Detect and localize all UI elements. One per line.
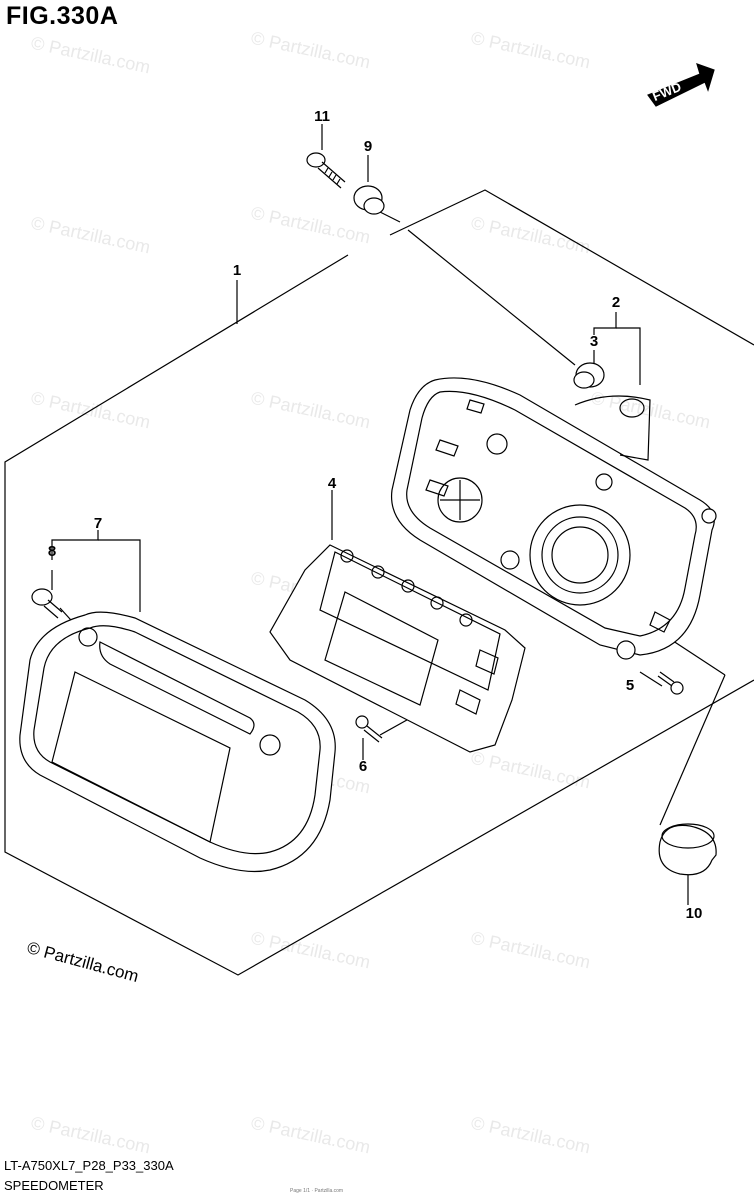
fine-print: Page 1/1 · Partzilla.com <box>290 1188 344 1194</box>
callout-5[interactable]: 5 <box>625 677 635 694</box>
callout-3[interactable]: 3 <box>589 333 599 350</box>
grommet-part-9 <box>353 185 385 215</box>
figure-title: FIG.330A <box>6 2 119 30</box>
screw-part-5 <box>657 671 684 695</box>
callout-11[interactable]: 11 <box>314 108 330 125</box>
socket-part-10 <box>658 823 717 876</box>
part-name: SPEEDOMETER <box>4 1178 104 1193</box>
callout-10[interactable]: 10 <box>685 905 703 922</box>
front-cover-part-7 <box>19 611 336 873</box>
callout-8[interactable]: 8 <box>47 543 57 560</box>
inner-unit-part-4 <box>269 544 526 753</box>
callout-9[interactable]: 9 <box>363 138 373 155</box>
assembly-outline <box>4 254 754 976</box>
callout-2[interactable]: 2 <box>611 294 621 311</box>
screw-part-11 <box>306 152 346 189</box>
assembly-outline <box>389 189 754 346</box>
fwd-arrow-icon <box>647 63 715 107</box>
callout-6[interactable]: 6 <box>358 758 368 775</box>
grommet-part-3 <box>573 362 605 389</box>
callout-4[interactable]: 4 <box>327 475 337 492</box>
callout-1[interactable]: 1 <box>232 262 242 279</box>
callout-7[interactable]: 7 <box>93 515 103 532</box>
part-code: LT-A750XL7_P28_P33_330A <box>4 1158 174 1173</box>
screw-part-6 <box>355 715 383 743</box>
screw-part-8 <box>31 588 63 619</box>
rear-housing <box>390 377 717 660</box>
